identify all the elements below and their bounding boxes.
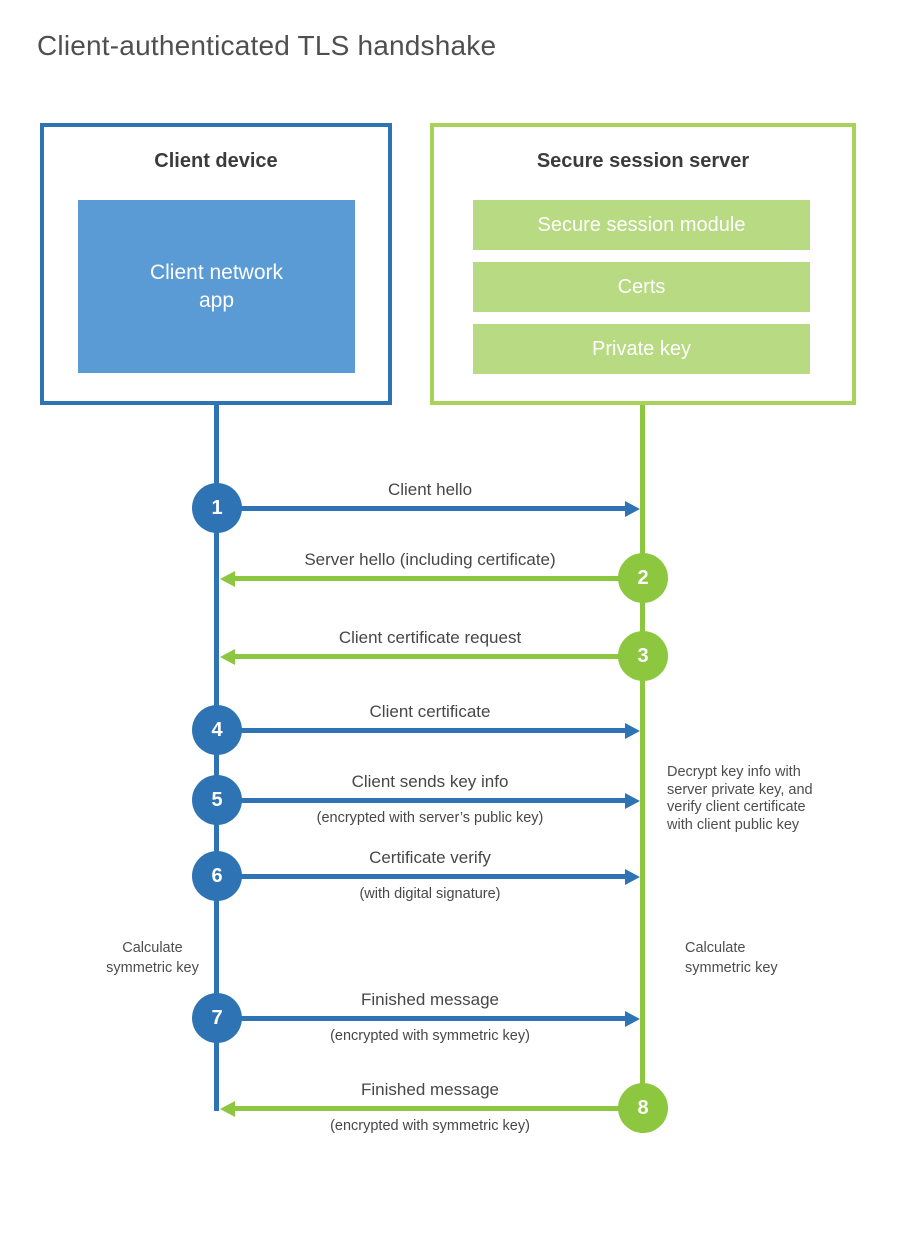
step-number: 1 [211,496,223,519]
step-number: 4 [211,718,223,741]
message-label-step-8: Finished message [361,1080,499,1099]
arrow-line-step-1 [217,506,625,511]
client-network-app-label: Client network app [149,260,284,312]
message-label-step-2: Server hello (including certificate) [304,550,556,569]
message-label-step-5: Client sends key info [351,772,509,791]
step-circle-6: 6 [192,851,242,901]
step-circle-4: 4 [192,705,242,755]
secure-session-server-box: Secure session server Secure session mod… [430,123,856,405]
step-number: 6 [211,864,223,887]
server-lifeline [640,405,645,1133]
message-sublabel-step-5: (encrypted with server’s public key) [316,810,544,826]
step-number: 8 [637,1096,649,1119]
arrowhead-left-icon [220,571,235,587]
message-sublabel-step-6: (with digital signature) [359,886,501,902]
arrow-line-step-2 [235,576,643,581]
message-label-step-3: Client certificate request [338,628,522,647]
arrowhead-right-icon [625,793,640,809]
arrowhead-right-icon [625,501,640,517]
client-device-box: Client device Client network app [40,123,392,405]
client-lifeline [214,405,219,1111]
calculate-symmetric-key-left: Calculate symmetric key [106,940,199,976]
arrowhead-right-icon [625,723,640,739]
calculate-symmetric-key-right: Calculate symmetric key [685,940,778,976]
arrow-line-step-6 [217,874,625,879]
arrowhead-right-icon [625,869,640,885]
step-circle-3: 3 [618,631,668,681]
message-sublabel-step-8: (encrypted with symmetric key) [330,1118,530,1134]
arrow-line-step-8 [235,1106,643,1111]
arrowhead-left-icon [220,649,235,665]
step-number: 2 [637,566,649,589]
server-module-private-key: Private key [473,324,810,374]
client-network-app-rect: Client network app [78,200,355,373]
arrow-line-step-3 [235,654,643,659]
step-circle-1: 1 [192,483,242,533]
step-number: 5 [211,788,223,811]
arrow-line-step-4 [217,728,625,733]
message-label-step-1: Client hello [387,480,473,499]
arrowhead-left-icon [220,1101,235,1117]
server-module-secure-session: Secure session module [473,200,810,250]
step-number: 7 [211,1006,223,1029]
message-sublabel-step-7: (encrypted with symmetric key) [330,1028,530,1044]
message-label-step-6: Certificate verify [369,848,491,867]
step-number: 3 [637,644,649,667]
arrow-line-step-7 [217,1016,625,1021]
page-title: Client-authenticated TLS handshake [37,30,497,61]
step-circle-7: 7 [192,993,242,1043]
secure-session-server-title: Secure session server [536,150,750,172]
step-circle-5: 5 [192,775,242,825]
arrowhead-right-icon [625,1011,640,1027]
message-label-step-4: Client certificate [369,702,491,721]
client-device-title: Client device [154,150,278,172]
decrypt-key-note: Decrypt key info with server private key… [667,764,813,833]
arrow-line-step-5 [217,798,625,803]
server-module-certs: Certs [473,262,810,312]
step-circle-2: 2 [618,553,668,603]
message-label-step-7: Finished message [361,990,499,1009]
step-circle-8: 8 [618,1083,668,1133]
